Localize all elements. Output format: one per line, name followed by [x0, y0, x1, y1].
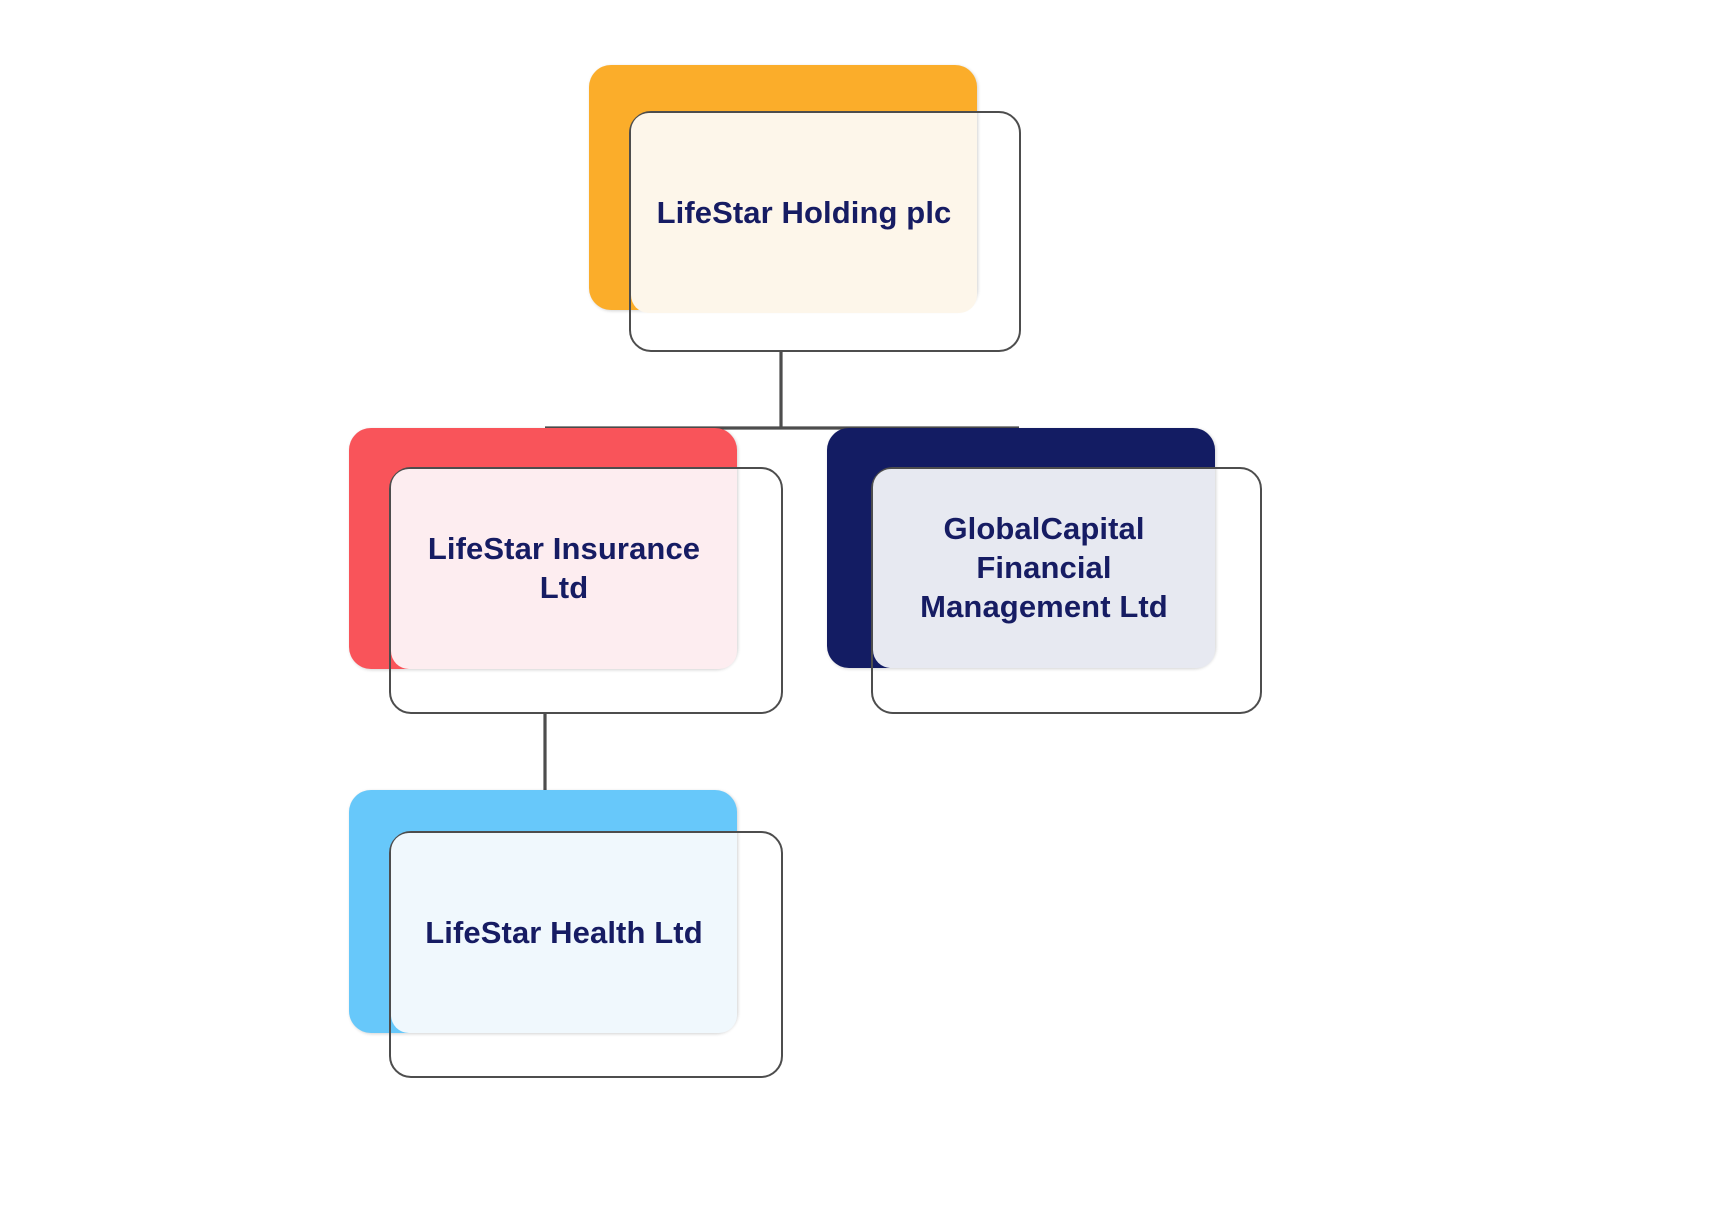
- node-card-fill: [631, 113, 977, 313]
- node-lifestar-insurance[interactable]: LifeStar Insurance Ltd: [349, 428, 783, 714]
- node-label: GlobalCapital Financial Management Ltd: [920, 511, 1168, 624]
- node-label: LifeStar Health Ltd: [425, 914, 703, 950]
- node-card-fill: [391, 469, 737, 669]
- node-lifestar-health[interactable]: LifeStar Health Ltd: [349, 790, 783, 1078]
- node-label: LifeStar Insurance Ltd: [427, 531, 701, 605]
- node-label: LifeStar Holding plc: [656, 194, 952, 230]
- node-globalcapital-financial-management[interactable]: GlobalCapital Financial Management Ltd: [827, 428, 1262, 714]
- node-card-outline: [389, 467, 783, 714]
- node-card-fill: [391, 833, 737, 1033]
- node-card-outline: [871, 467, 1262, 714]
- node-card-fill: [873, 469, 1215, 668]
- node-card-outline: [389, 831, 783, 1078]
- node-card-outline: [629, 111, 1021, 352]
- node-lifestar-holding[interactable]: LifeStar Holding plc: [589, 65, 1021, 352]
